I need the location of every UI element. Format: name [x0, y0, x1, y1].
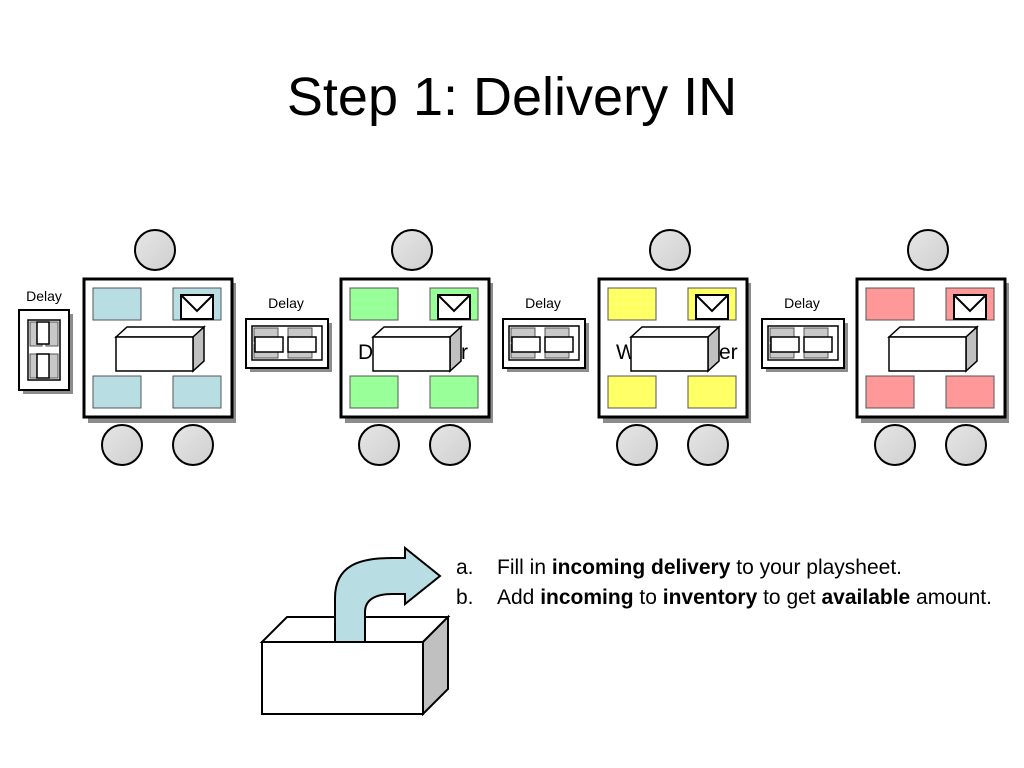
person-icon	[358, 424, 400, 466]
delay-label-left: Delay	[26, 288, 62, 304]
cell-factory-3	[945, 375, 995, 409]
role-label-partial-right: er	[719, 341, 738, 364]
delay-box-3: Delay	[761, 295, 848, 372]
delay-label: Delay	[784, 295, 820, 311]
person-icon	[134, 229, 176, 271]
instruction-text: Fill in	[497, 556, 552, 579]
envelope-icon	[437, 294, 471, 320]
role-label-partial-left: D	[358, 341, 373, 364]
cell-wholesaler-2	[607, 375, 657, 409]
person-icon	[649, 229, 691, 271]
person-icon	[616, 424, 658, 466]
crate-icon	[114, 325, 206, 373]
envelope-icon	[695, 294, 729, 320]
cell-factory-0	[865, 287, 915, 321]
cell-factory-2	[865, 375, 915, 409]
envelope-icon	[953, 294, 987, 320]
instruction-keyword: incoming delivery	[551, 556, 731, 579]
envelope-icon	[180, 294, 214, 320]
instruction-marker: a.	[456, 556, 474, 579]
cell-distributor-3	[429, 375, 479, 409]
person-icon	[907, 229, 949, 271]
cell-retailer-0	[92, 287, 142, 321]
station-factory	[855, 229, 1009, 466]
instruction-text: Add	[497, 586, 541, 609]
instruction-text: amount.	[910, 586, 992, 609]
instruction-text: to your playsheet.	[730, 556, 903, 579]
instruction-text: to get	[757, 586, 822, 609]
person-icon	[172, 424, 214, 466]
cell-distributor-2	[349, 375, 399, 409]
page-title: Step 1: Delivery IN	[286, 67, 738, 127]
person-icon	[687, 424, 729, 466]
truck-icon	[254, 336, 317, 353]
truck-icon	[36, 321, 50, 379]
instruction-text: to	[633, 586, 663, 609]
instruction-item: b. Add incoming to inventory to get avail…	[456, 583, 1016, 613]
cell-wholesaler-0	[607, 287, 657, 321]
crate-icon	[887, 325, 979, 373]
cell-wholesaler-3	[687, 375, 737, 409]
station-retailer	[82, 229, 236, 466]
person-icon	[429, 424, 471, 466]
delay-box-1: Delay	[245, 295, 332, 372]
delivery-arrow-icon	[334, 545, 442, 643]
instruction-keyword: available	[821, 586, 911, 609]
truck-icon	[770, 336, 833, 353]
box-front	[261, 641, 424, 715]
instruction-keyword: incoming	[540, 586, 634, 609]
person-icon	[874, 424, 916, 466]
delay-label: Delay	[268, 295, 304, 311]
person-icon	[945, 424, 987, 466]
crate-icon	[629, 325, 721, 373]
instruction-marker: b.	[456, 586, 474, 609]
delay-box-left	[18, 309, 73, 394]
cell-distributor-0	[349, 287, 399, 321]
delivery-illustration	[259, 545, 451, 717]
delay-label: Delay	[525, 295, 561, 311]
instruction-item: a. Fill in incoming delivery to your play…	[456, 553, 1016, 583]
cell-retailer-3	[172, 375, 222, 409]
crate-icon	[371, 325, 463, 373]
role-label-partial-right: r	[461, 341, 468, 364]
person-icon	[101, 424, 143, 466]
truck-icon	[511, 336, 574, 353]
instruction-list: a. Fill in incoming delivery to your play…	[456, 553, 1016, 613]
cell-retailer-2	[92, 375, 142, 409]
instruction-keyword: inventory	[662, 586, 758, 609]
person-icon	[391, 229, 433, 271]
delay-box-2: Delay	[502, 295, 589, 372]
